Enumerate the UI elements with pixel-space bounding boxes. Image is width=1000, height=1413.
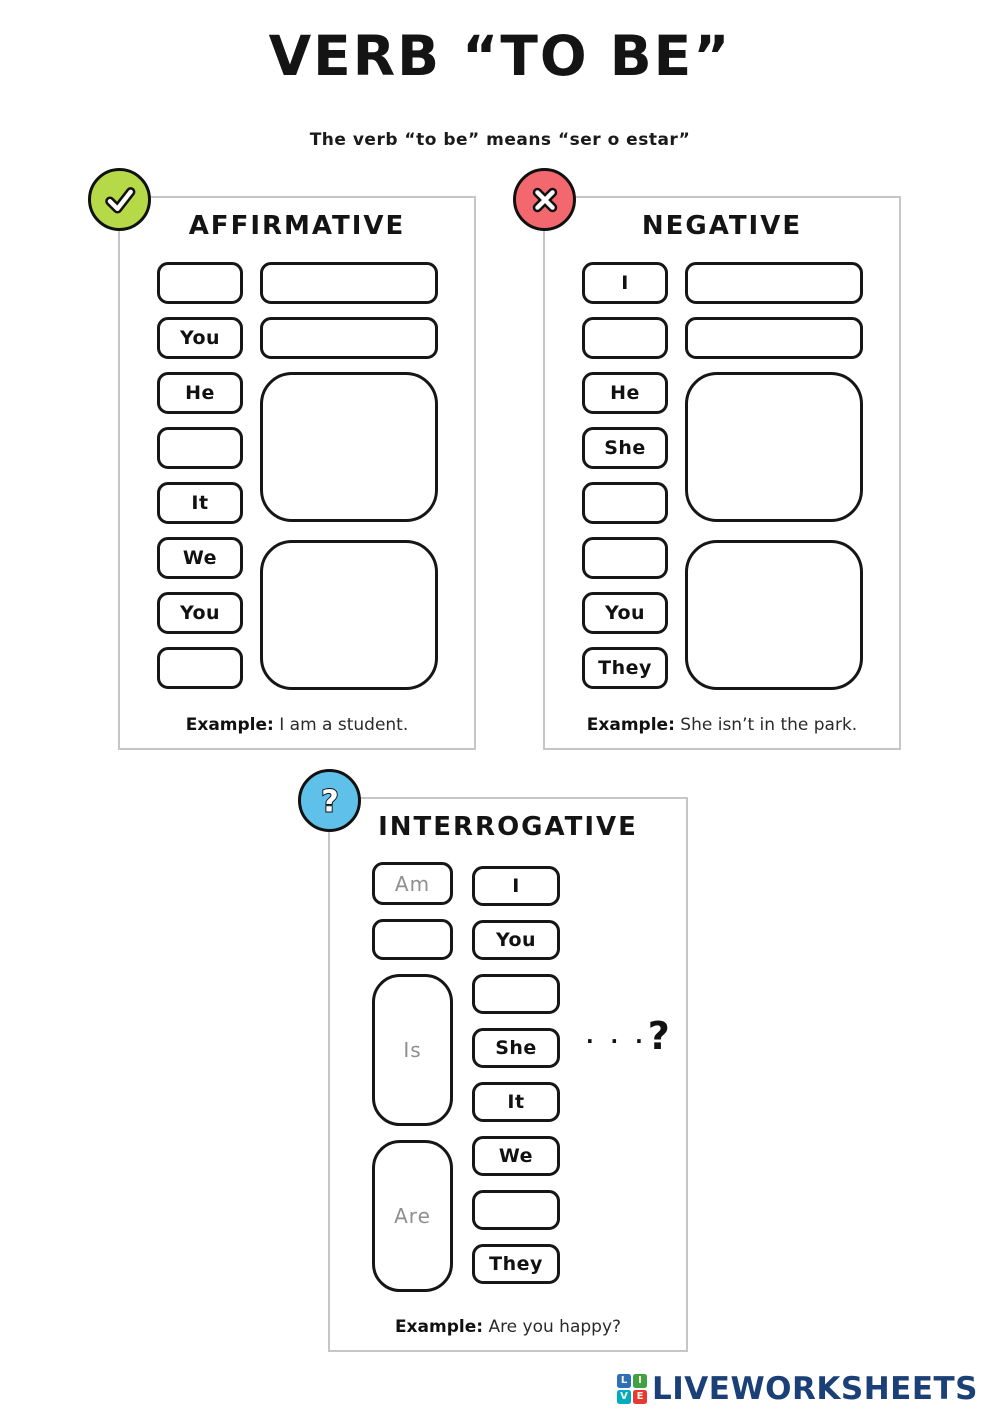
example-text: Are you happy?: [488, 1317, 622, 1337]
pronoun-label-box: You: [582, 592, 668, 634]
pronoun-answer-box[interactable]: [582, 317, 668, 359]
pronoun-label-box: It: [157, 482, 243, 524]
verb-answer-box[interactable]: [260, 372, 438, 522]
affirmative-panel: AFFIRMATIVE You He It We You Example: I …: [88, 168, 476, 750]
question-prompt: . . . ?: [586, 1017, 670, 1055]
liveworksheets-logo-text: LIVEWORKSHEETS: [652, 1371, 978, 1407]
check-icon: [88, 168, 151, 231]
example-text: I am a student.: [279, 715, 409, 735]
verb-answer-box[interactable]: Is: [372, 974, 453, 1126]
negative-verb-column: [685, 262, 863, 690]
pronoun-label-box: He: [157, 372, 243, 414]
pronoun-label-box: You: [472, 920, 560, 960]
interrogative-panel: ? INTERROGATIVE Am Is Are I You She It W…: [298, 769, 688, 1352]
example-label: Example:: [586, 715, 675, 735]
interrogative-example: Example: Are you happy?: [330, 1317, 686, 1337]
question-mark-text: ?: [647, 1014, 670, 1058]
pronoun-answer-box[interactable]: [157, 427, 243, 469]
verb-answer-box[interactable]: Am: [372, 862, 453, 905]
affirmative-example: Example: I am a student.: [120, 715, 474, 735]
verb-answer-box[interactable]: [260, 317, 438, 359]
pronoun-answer-box[interactable]: [157, 262, 243, 304]
negative-panel: NEGATIVE I He She You They Example: She …: [513, 168, 901, 750]
pronoun-answer-box[interactable]: [582, 482, 668, 524]
liveworksheets-logo: L I V E LIVEWORKSHEETS: [617, 1371, 978, 1407]
pronoun-label-box: I: [582, 262, 668, 304]
interrogative-title: INTERROGATIVE: [378, 812, 638, 842]
verb-answer-box[interactable]: [685, 262, 863, 304]
ellipsis-dots: . . .: [586, 1024, 648, 1048]
cross-icon: [513, 168, 576, 231]
negative-pronoun-column: I He She You They: [582, 262, 668, 689]
logo-square-i: I: [633, 1374, 647, 1388]
verb-answer-box[interactable]: [260, 540, 438, 690]
pronoun-label-box: You: [157, 592, 243, 634]
question-mark-icon: ?: [298, 769, 361, 832]
pronoun-answer-box[interactable]: [582, 537, 668, 579]
verb-answer-box[interactable]: [260, 262, 438, 304]
logo-square-l: L: [617, 1374, 631, 1388]
pronoun-label-box: He: [582, 372, 668, 414]
interrogative-verb-column: Am Is Are: [372, 862, 453, 1292]
logo-square-v: V: [617, 1390, 631, 1404]
affirmative-verb-column: [260, 262, 438, 690]
verb-answer-box[interactable]: Are: [372, 1140, 453, 1292]
verb-answer-box[interactable]: [685, 540, 863, 690]
verb-answer-box[interactable]: [372, 919, 453, 960]
page-subtitle: The verb “to be” means “ser o estar”: [309, 130, 691, 150]
pronoun-label-box: She: [582, 427, 668, 469]
page-title: VERB “TO BE”: [268, 24, 732, 88]
affirmative-pronoun-column: You He It We You: [157, 262, 243, 689]
svg-text:?: ?: [321, 784, 339, 819]
pronoun-label-box: They: [582, 647, 668, 689]
pronoun-answer-box[interactable]: [472, 974, 560, 1014]
pronoun-label-box: We: [472, 1136, 560, 1176]
verb-answer-box[interactable]: [685, 372, 863, 522]
pronoun-label-box: They: [472, 1244, 560, 1284]
pronoun-answer-box[interactable]: [157, 647, 243, 689]
pronoun-label-box: It: [472, 1082, 560, 1122]
affirmative-title: AFFIRMATIVE: [188, 211, 406, 241]
example-label: Example:: [185, 715, 274, 735]
negative-title: NEGATIVE: [641, 211, 803, 241]
pronoun-label-box: We: [157, 537, 243, 579]
verb-answer-box[interactable]: [685, 317, 863, 359]
logo-square-e: E: [633, 1390, 647, 1404]
example-text: She isn’t in the park.: [680, 715, 858, 735]
interrogative-pronoun-column: I You She It We They: [472, 866, 560, 1284]
negative-example: Example: She isn’t in the park.: [545, 715, 899, 735]
pronoun-answer-box[interactable]: [472, 1190, 560, 1230]
pronoun-label-box: She: [472, 1028, 560, 1068]
pronoun-label-box: You: [157, 317, 243, 359]
pronoun-label-box: I: [472, 866, 560, 906]
liveworksheets-logo-icon: L I V E: [617, 1374, 647, 1404]
example-label: Example:: [394, 1317, 484, 1337]
